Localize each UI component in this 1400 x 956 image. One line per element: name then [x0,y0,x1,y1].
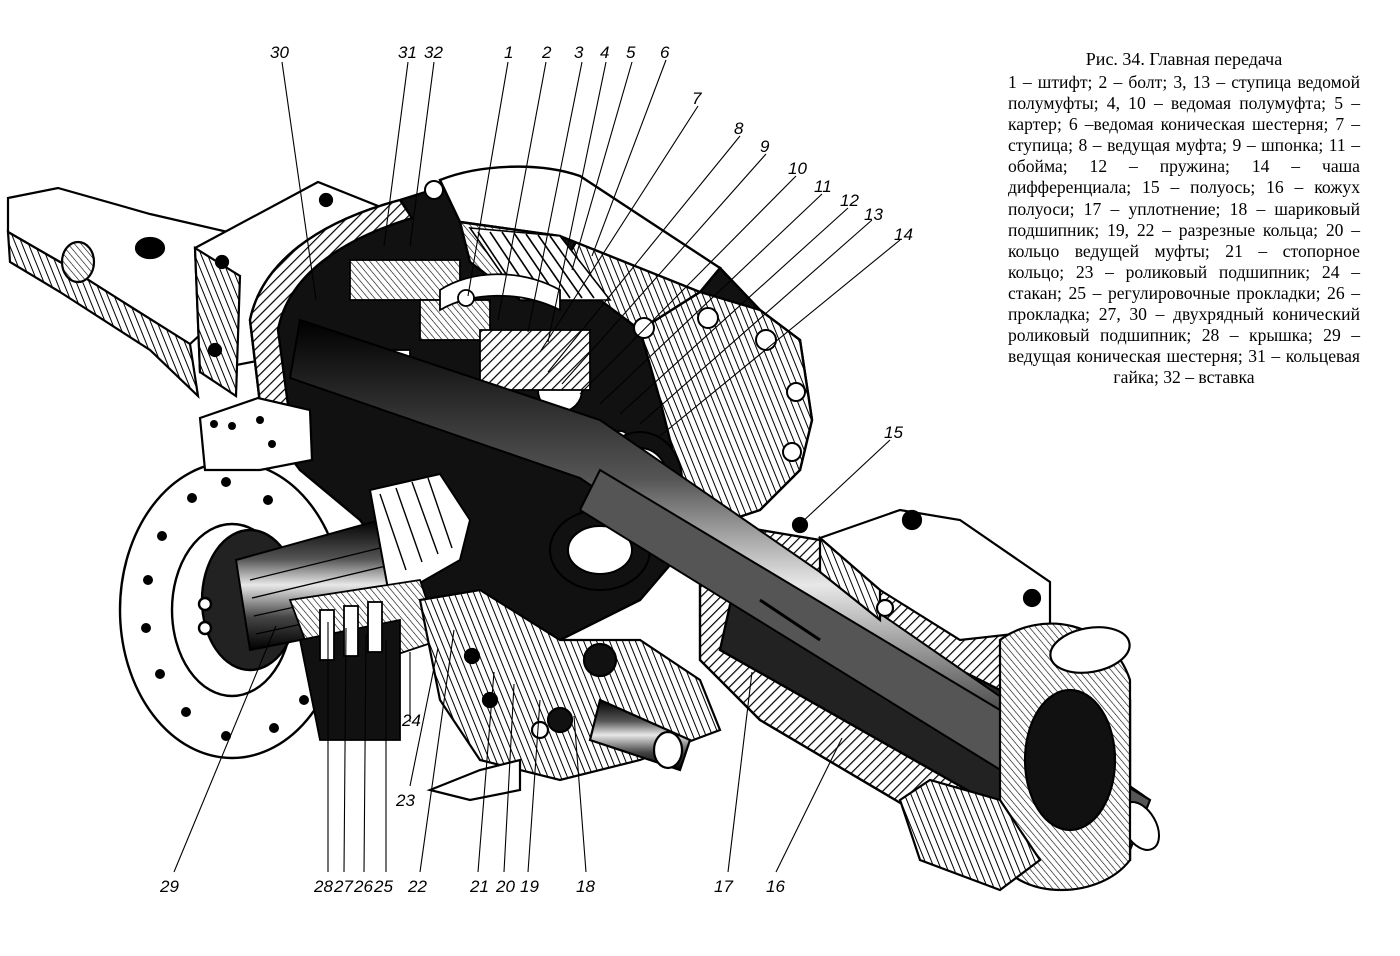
leader-13 [639,219,873,425]
callout-10: 10 [788,159,807,178]
callout-labels: 1 2 3 4 5 6 7 8 9 10 11 12 13 14 15 16 1… [159,43,913,896]
callout-12: 12 [840,191,859,210]
callout-13: 13 [864,205,883,224]
right-end-flange [898,622,1132,892]
mounting-bracket [6,186,240,400]
leader-5 [571,61,633,271]
leader-22 [419,629,455,873]
figure-caption: Рис. 34. Главная передача 1 – штифт; 2 –… [1008,48,1360,388]
leader-27 [343,627,347,873]
leader-32 [409,61,435,247]
leader-17 [727,671,753,873]
leader-12 [619,207,849,415]
callout-17: 17 [714,877,733,896]
leader-7 [539,105,699,353]
callout-24: 24 [401,711,421,730]
leader-30 [281,61,317,301]
leader-10 [579,175,797,395]
callout-4: 4 [600,43,609,62]
caption-title: Рис. 34. Главная передача [1085,49,1283,69]
callout-1: 1 [504,43,513,62]
callout-14: 14 [894,225,913,244]
callout-20: 20 [495,877,515,896]
callout-8: 8 [734,119,744,138]
callout-15: 15 [884,423,903,442]
pinion-bearing-pack [288,578,442,741]
callout-25: 25 [373,877,393,896]
leader-14 [659,239,901,437]
leader-20 [503,683,515,873]
leader-23 [409,647,439,787]
leader-21 [477,671,495,873]
leader-3 [527,61,583,333]
callout-11: 11 [814,177,832,196]
callout-29: 29 [159,877,179,896]
callout-16: 16 [766,877,785,896]
leader-9 [561,153,767,385]
callout-23: 23 [395,791,415,810]
leader-8 [547,135,741,373]
lower-housing [418,588,722,802]
right-axle-flange [791,508,1052,642]
callout-18: 18 [576,877,595,896]
leader-26 [363,633,367,873]
input-square-flange [198,396,314,472]
callout-6: 6 [660,43,670,62]
callout-22: 22 [407,877,427,896]
callout-2: 2 [541,43,552,62]
caption-legend-text: 1 – штифт; 2 – болт; 3, 13 – ступица вед… [1008,72,1360,388]
leader-6 [591,59,667,257]
leader-31 [383,61,409,247]
callout-30: 30 [270,43,289,62]
callout-21: 21 [469,877,489,896]
leader-11 [599,193,823,405]
callout-32: 32 [424,43,443,62]
callout-28: 28 [313,877,333,896]
leader-18 [573,715,587,873]
leader-1 [467,61,509,297]
leader-4 [547,61,607,343]
callout-31: 31 [398,43,417,62]
callout-5: 5 [626,43,636,62]
leader-2 [497,61,547,321]
leader-19 [527,699,541,873]
callout-27: 27 [333,877,353,896]
callout-9: 9 [760,137,770,156]
callout-3: 3 [574,43,584,62]
leader-29 [173,625,277,873]
callout-19: 19 [520,877,539,896]
callout-7: 7 [692,89,702,108]
input-flange [118,460,346,760]
leader-15 [799,439,891,525]
leader-lines [173,59,901,873]
leader-16 [775,737,843,873]
callout-26: 26 [353,877,373,896]
